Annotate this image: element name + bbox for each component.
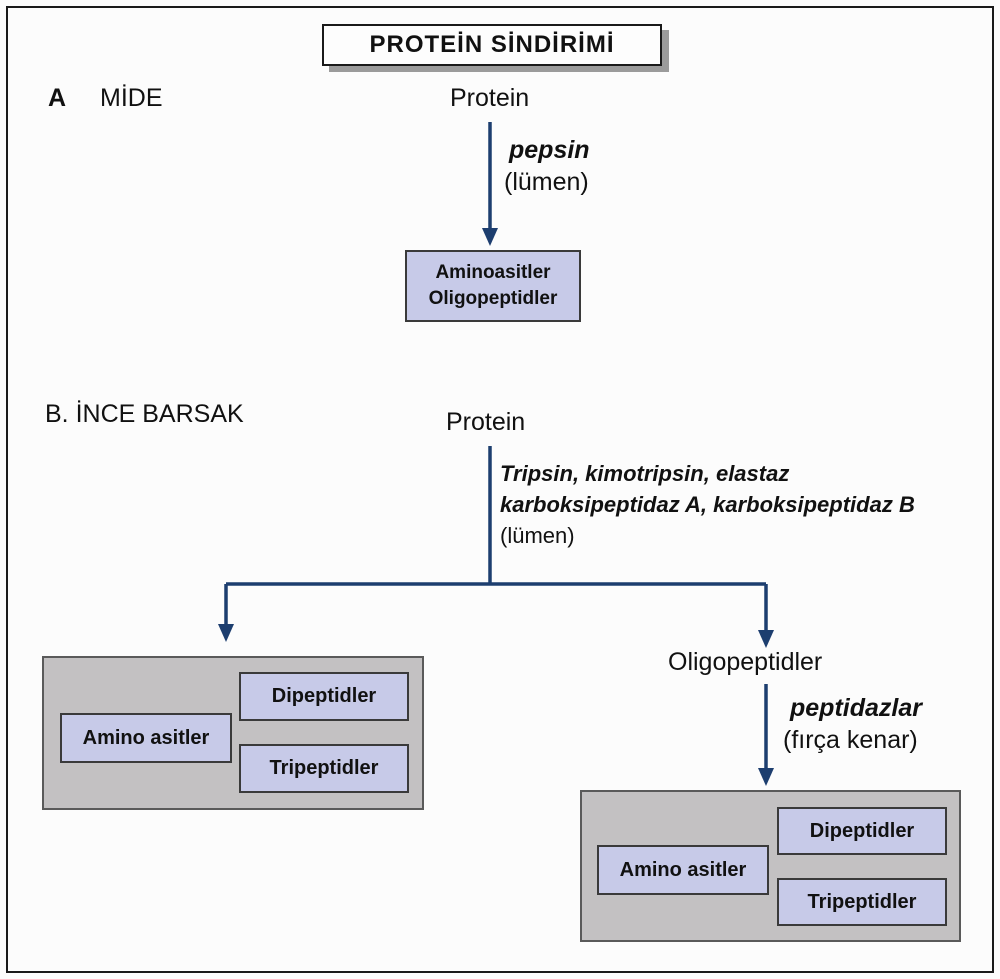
section-a-enzyme: pepsin (509, 136, 590, 164)
right-dipeptidler-box: Dipeptidler (777, 807, 947, 855)
product-oligopeptidler: Oligopeptidler (428, 288, 558, 309)
arrow-b-oligo-to-products (758, 684, 774, 786)
section-a-location: (lümen) (504, 168, 589, 196)
section-b-substrate: Protein (446, 408, 526, 436)
section-a-name: MİDE (100, 84, 163, 112)
section-b-right-products-box: Dipeptidler Amino asitler Tripeptidler (580, 790, 961, 942)
section-a-substrate: Protein (450, 84, 530, 112)
enzyme-line-2: karboksipeptidaz A, karboksipeptidaz B (500, 492, 915, 517)
arrow-a-protein-to-products (482, 122, 498, 246)
enzyme-line-3: (lümen) (500, 523, 575, 548)
right-tripeptidler-box: Tripeptidler (777, 878, 947, 926)
left-dipeptidler-box: Dipeptidler (239, 672, 409, 721)
diagram-title: PROTEİN SİNDİRİMİ (322, 24, 662, 66)
right-amino-asitler-box: Amino asitler (597, 845, 769, 895)
section-b-enzyme2: peptidazlar (790, 694, 922, 722)
section-b-intermediate: Oligopeptidler (668, 648, 823, 676)
left-amino-asitler-box: Amino asitler (60, 713, 232, 763)
section-b-enzyme2-location: (fırça kenar) (783, 726, 918, 754)
section-b-enzymes: Tripsin, kimotripsin, elastaz karboksipe… (500, 458, 915, 551)
section-a-letter: A (48, 84, 67, 112)
section-a-products-box: Aminoasitler Oligopeptidler (405, 250, 581, 322)
section-b-left-products-box: Dipeptidler Amino asitler Tripeptidler (42, 656, 424, 810)
left-tripeptidler-box: Tripeptidler (239, 744, 409, 793)
enzyme-line-1: Tripsin, kimotripsin, elastaz (500, 461, 790, 486)
section-b-label: B. İNCE BARSAK (45, 400, 244, 428)
product-aminoasitler: Aminoasitler (435, 262, 551, 284)
